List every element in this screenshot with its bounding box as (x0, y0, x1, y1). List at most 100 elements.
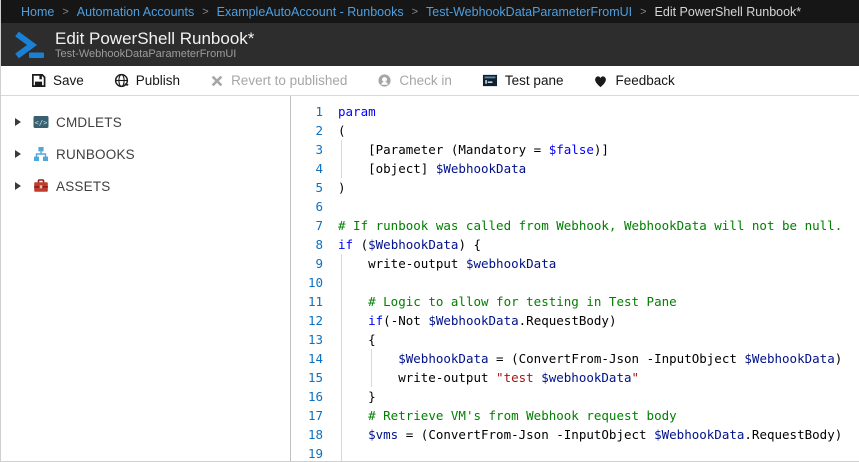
code-line: 8 if ($WebhookData) { (291, 235, 859, 254)
code-text (338, 273, 859, 292)
code-line: 7 # If runbook was called from Webhook, W… (291, 216, 859, 235)
breadcrumb-link[interactable]: Automation Accounts (76, 4, 195, 19)
line-number: 6 (315, 199, 323, 214)
code-text: if ($WebhookData) { (338, 237, 482, 252)
code-text: # If runbook was called from Webhook, We… (338, 218, 843, 233)
code-line: 12 if(-Not $WebhookData.RequestBody) (291, 311, 859, 330)
breadcrumb-separator: > (202, 5, 209, 18)
code-line: 11 # Logic to allow for testing in Test … (291, 292, 859, 311)
code-text: ) (338, 180, 346, 195)
sidebar-item-runbooks[interactable]: RUNBOOKS (1, 138, 290, 170)
code-text: if(-Not $WebhookData.RequestBody) (338, 311, 859, 330)
revert-to-published-button[interactable]: Revert to published (210, 73, 347, 88)
expand-arrow-icon[interactable] (15, 182, 21, 190)
code-line: 18 $vms = (ConvertFrom-Json -InputObject… (291, 425, 859, 444)
code-line: 2( (291, 121, 859, 140)
code-line: 3 [Parameter (Mandatory = $false)] (291, 140, 859, 159)
feedback-icon (593, 74, 608, 88)
indent-guide (341, 159, 342, 178)
check-in-button[interactable]: Check in (377, 73, 452, 88)
publish-icon (114, 73, 129, 88)
indent-guide (341, 292, 342, 311)
page-subtitle: Test-WebhookDataParameterFromUI (55, 47, 237, 60)
line-number: 7 (315, 218, 323, 233)
code-text: write-output $webhookData (338, 254, 557, 273)
code-text: # Logic to allow for testing in Test Pan… (338, 292, 859, 311)
sidebar-item-label: RUNBOOKS (56, 146, 135, 162)
sidebar-item-cmdlets[interactable]: </>CMDLETS (1, 106, 290, 138)
toolbar-button-label: Feedback (615, 73, 675, 88)
line-number: 16 (307, 389, 323, 404)
page-title: Edit PowerShell Runbook* (55, 28, 255, 48)
line-number: 4 (315, 161, 323, 176)
publish-button[interactable]: Publish (114, 73, 180, 88)
code-text: write-output "test $webhookData" (338, 368, 640, 387)
indent-guide (341, 254, 342, 273)
code-text: [Parameter (Mandatory = $false)] (338, 140, 609, 159)
indent-guide (341, 311, 342, 330)
indent-guide (371, 368, 373, 387)
sidebar-item-assets[interactable]: ASSETS (1, 170, 290, 202)
code-line: 15 write-output "test $webhookData" (291, 368, 859, 387)
breadcrumb-link[interactable]: Home (21, 4, 55, 19)
indent-guide (371, 349, 373, 368)
line-number: 8 (315, 237, 323, 252)
indent-guide (341, 368, 342, 387)
line-number: 15 (307, 370, 323, 385)
breadcrumb-link[interactable]: Test-WebhookDataParameterFromUI (426, 4, 633, 19)
indent-guide (341, 406, 342, 425)
code-line: 6 (291, 197, 859, 216)
code-line: 16 } (291, 387, 859, 406)
breadcrumb: Home > Automation Accounts > ExampleAutoAcco… (1, 0, 859, 23)
revert-icon (210, 74, 224, 88)
breadcrumb-separator: > (411, 5, 419, 18)
toolbar-button-label: Save (53, 73, 84, 88)
code-text: [object] $WebhookData (338, 159, 527, 178)
feedback-button[interactable]: Feedback (593, 73, 675, 88)
powershell-icon (15, 31, 44, 58)
test-pane-button[interactable]: Test pane (482, 73, 564, 88)
line-number: 9 (315, 256, 323, 271)
expand-arrow-icon[interactable] (15, 118, 21, 126)
indent-guide (341, 330, 342, 349)
code-line: 19 (291, 444, 859, 461)
code-text: param (338, 104, 376, 119)
cmdlets-icon: </> (33, 114, 49, 130)
line-number: 2 (315, 123, 323, 138)
indent-guide (341, 444, 342, 461)
line-number: 10 (307, 275, 323, 290)
runbooks-icon (33, 146, 49, 162)
indent-guide (341, 425, 342, 444)
code-line: 10 (291, 273, 859, 292)
code-line: 13 { (291, 330, 859, 349)
checkin-icon (377, 73, 392, 88)
line-number: 12 (307, 313, 323, 328)
save-button[interactable]: Save (31, 73, 84, 88)
test-pane-icon (482, 73, 498, 88)
breadcrumb-current: Edit PowerShell Runbook* (654, 4, 802, 19)
line-number: 5 (315, 180, 323, 195)
code-line: 14 $WebhookData = (ConvertFrom-Json -Inp… (291, 349, 859, 368)
library-sidebar: </>CMDLETS RUNBOOKS ASSETS (1, 96, 291, 461)
breadcrumb-separator: > (640, 5, 647, 18)
breadcrumb-link[interactable]: ExampleAutoAccount - Runbooks (216, 4, 404, 19)
code-text: # Retrieve VM's from Webhook request bod… (338, 406, 859, 425)
line-number: 17 (307, 408, 323, 423)
toolbar-button-label: Test pane (504, 73, 564, 88)
line-number: 11 (307, 294, 323, 309)
indent-guide (341, 387, 342, 406)
toolbar-button-label: Revert to published (231, 73, 348, 88)
code-text (338, 197, 859, 216)
indent-guide (341, 140, 342, 159)
code-text: $WebhookData = (ConvertFrom-Json -InputO… (338, 349, 859, 368)
code-text (338, 444, 859, 461)
line-number: 19 (307, 446, 323, 461)
expand-arrow-icon[interactable] (15, 150, 21, 158)
code-line: 5) (291, 178, 859, 197)
page-header: Edit PowerShell Runbook* Test-WebhookDat… (1, 23, 859, 66)
line-number: 14 (307, 351, 323, 366)
toolbar-button-label: Publish (135, 73, 181, 88)
